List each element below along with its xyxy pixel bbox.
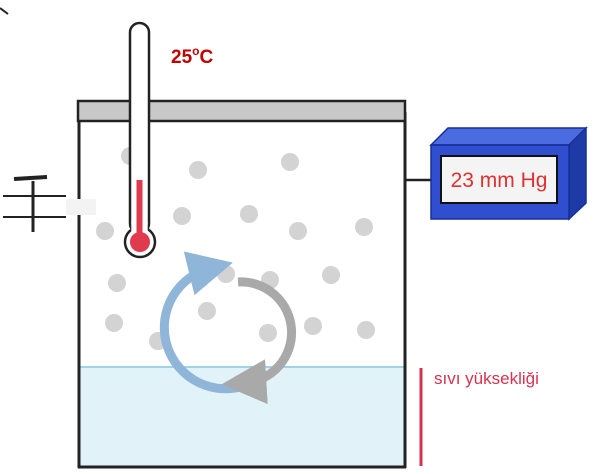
temperature-label: 25oC xyxy=(171,44,213,68)
vapor-particle xyxy=(173,207,191,225)
vapor-particle xyxy=(105,314,123,332)
evaporation-arrow xyxy=(159,251,242,394)
valve-handle xyxy=(13,175,48,181)
vapor-particle xyxy=(108,274,126,292)
valve xyxy=(3,175,96,232)
vapor-particle xyxy=(289,222,307,240)
liquid xyxy=(79,367,405,467)
vapor-particle xyxy=(355,218,373,236)
vapor-particle xyxy=(259,324,277,342)
thermometer xyxy=(123,21,157,259)
condensation-arrow xyxy=(221,277,297,405)
gauge-display xyxy=(440,155,558,204)
temperature-value: 25 xyxy=(171,47,193,68)
thermometer-bulb xyxy=(130,232,150,252)
temperature-degree-mark: o xyxy=(192,44,199,58)
gauge-reading: 23 mm Hg xyxy=(451,169,548,192)
vapor-particle xyxy=(240,205,258,223)
thermometer-mercury xyxy=(136,180,143,242)
valve-connection xyxy=(66,199,96,215)
temperature-unit: C xyxy=(199,47,213,68)
vapor-particle xyxy=(322,266,340,284)
vapor-particle xyxy=(198,302,216,320)
container-lid xyxy=(76,99,407,123)
vapor-particle xyxy=(304,317,322,335)
vapor-particle xyxy=(189,161,207,179)
vapor-particle xyxy=(281,153,299,171)
vapor-particle xyxy=(357,321,375,339)
vapor-particle xyxy=(217,265,235,283)
pressure-gauge: 23 mm Hg xyxy=(429,126,588,221)
vapor-particle xyxy=(96,222,114,240)
corner-mark xyxy=(0,7,9,15)
liquid-level-label: sıvı yüksekliği xyxy=(434,369,539,388)
